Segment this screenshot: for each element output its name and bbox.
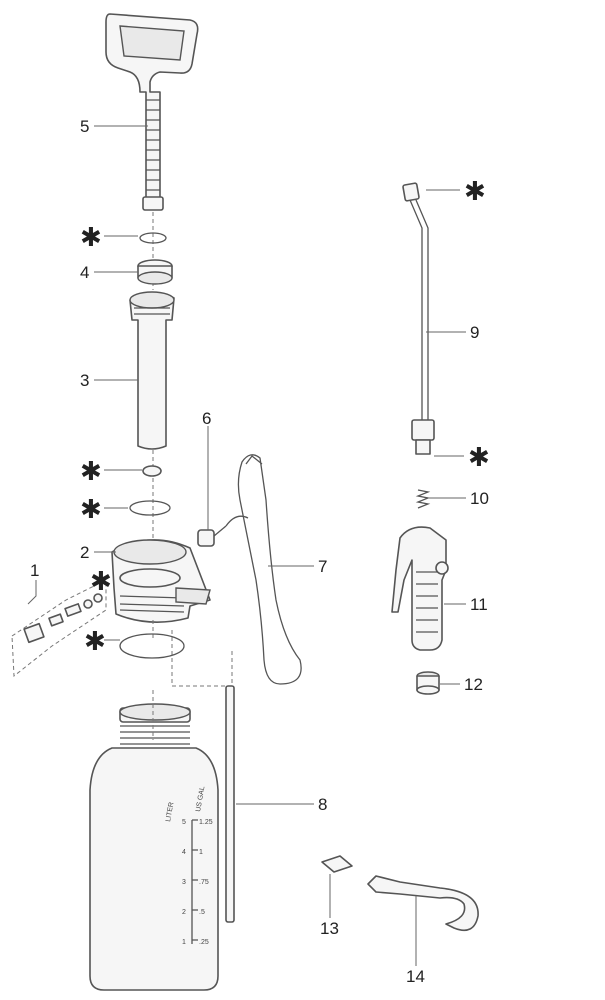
hose bbox=[225, 454, 302, 685]
callout-5: 5 bbox=[80, 117, 89, 136]
scale-gal-125: 1.25 bbox=[199, 819, 213, 826]
callout-7: 7 bbox=[318, 557, 327, 576]
check-valve bbox=[142, 465, 162, 477]
callout-13: 13 bbox=[320, 919, 339, 938]
tank bbox=[89, 690, 219, 991]
callout-3: 3 bbox=[80, 371, 89, 390]
callout-1: 1 bbox=[30, 561, 39, 580]
hose-fitting bbox=[197, 525, 227, 547]
seal-marker-wand: ✱ bbox=[468, 443, 490, 473]
scale-liter-4: 4 bbox=[182, 849, 186, 856]
scale-liter-5: 5 bbox=[182, 819, 186, 826]
scale-liter-2: 2 bbox=[182, 909, 186, 916]
spray-wand bbox=[402, 182, 435, 455]
pump-cylinder bbox=[129, 291, 175, 450]
pump-collar bbox=[111, 539, 211, 623]
callout-9: 9 bbox=[470, 323, 479, 342]
spring bbox=[415, 489, 431, 509]
seal-marker-nozzle: ✱ bbox=[464, 177, 486, 207]
callout-12: 12 bbox=[464, 675, 483, 694]
o-ring-lower bbox=[119, 633, 185, 659]
clip bbox=[321, 855, 353, 873]
callout-11: 11 bbox=[470, 595, 488, 614]
scale-header-left: LITER bbox=[165, 802, 175, 823]
handle-seal bbox=[139, 232, 167, 244]
trigger-valve bbox=[391, 526, 449, 651]
scale-gal-75: .75 bbox=[199, 879, 209, 886]
wand-holder bbox=[367, 875, 479, 932]
o-ring-upper bbox=[129, 500, 171, 516]
pump-handle bbox=[105, 13, 199, 211]
seal-marker-handle: ✱ bbox=[80, 223, 102, 253]
callout-2: 2 bbox=[80, 543, 89, 562]
seal-marker-oring-lower: ✱ bbox=[84, 627, 106, 657]
callout-14: 14 bbox=[406, 967, 425, 986]
seal-marker-oring-upper: ✱ bbox=[80, 495, 102, 525]
scale-header-right: US GAL bbox=[195, 786, 206, 813]
callout-6: 6 bbox=[202, 409, 211, 428]
hex-nut bbox=[416, 671, 440, 695]
pump-cap bbox=[137, 259, 173, 285]
valve-kit bbox=[11, 579, 107, 677]
scale-liter-1: 1 bbox=[182, 939, 186, 946]
leader-lines bbox=[27, 125, 466, 966]
seal-marker-kit: ✱ bbox=[90, 567, 112, 597]
seal-marker-valve: ✱ bbox=[80, 457, 102, 487]
dip-tube bbox=[225, 685, 235, 923]
scale-gal-1: 1 bbox=[199, 849, 203, 856]
callout-10: 10 bbox=[470, 489, 489, 508]
scale-gal-25: .25 bbox=[199, 939, 209, 946]
callout-4: 4 bbox=[80, 263, 89, 282]
scale-liter-3: 3 bbox=[182, 879, 186, 886]
callout-8: 8 bbox=[318, 795, 327, 814]
scale-gal-5: .5 bbox=[199, 909, 205, 916]
